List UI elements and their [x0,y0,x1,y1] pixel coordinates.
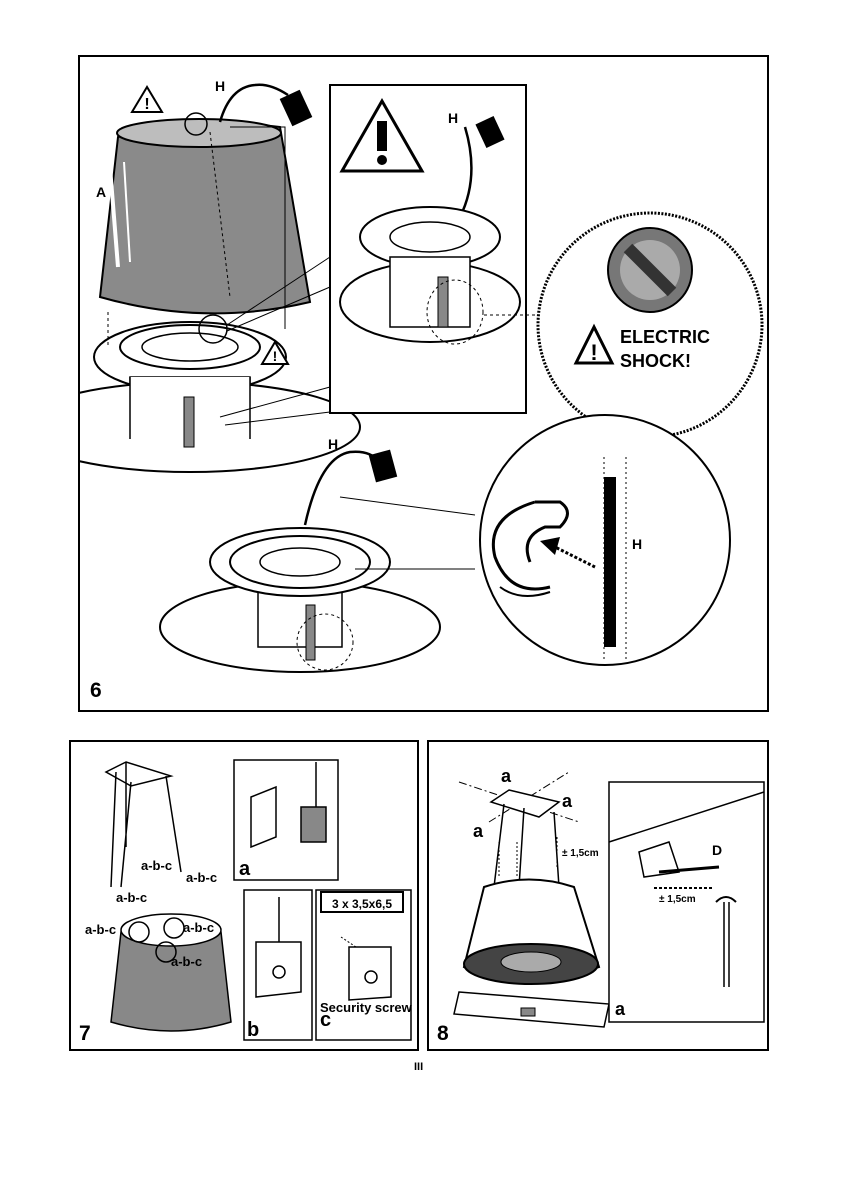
hook-label-3: a-b-c [116,890,147,905]
electric-shock-warning: ! ELECTRIC SHOCK! [538,213,762,437]
adjust-left-label: ± 1,5cm [562,848,599,859]
cable-zoom-label: H [632,536,642,552]
svg-text:!: ! [590,340,597,365]
figure-7-panel: a-b-c a-b-c a-b-c a-b-c a-b-c a-b-c a b … [69,740,419,1051]
spirit-level [454,992,609,1027]
lamp-shade [100,113,310,313]
figure-7-number: 7 [79,1022,91,1045]
warning-triangle-icon: ! [262,342,288,364]
fig8-label-a-1: a [501,766,512,786]
plug-top [280,90,313,126]
adjust-detail-label: ± 1,5cm [659,894,696,905]
electric-shock-text-line1: ELECTRIC [620,327,710,347]
hook-label-6: a-b-c [171,954,202,969]
screw-spec-label: 3 x 3,5x6,5 [332,897,392,911]
figure-8-illustration: a a a ± 1,5cm D ± 1,5cm a 8 [429,742,771,1053]
hook-label-4: a-b-c [85,922,116,937]
ceiling-base [80,322,360,472]
cable-top [220,85,288,122]
cable-bottom-label: H [328,436,338,452]
figure-8-number: 8 [437,1022,449,1045]
figure-7-illustration: a-b-c a-b-c a-b-c a-b-c a-b-c a-b-c a b … [71,742,421,1053]
shade-label: A [96,184,106,200]
figure-6-panel: ! A H ! [78,55,769,712]
ceiling-base-detail [340,207,520,344]
hook-label-5: a-b-c [183,920,214,935]
figure-6-number: 6 [90,679,102,702]
hook-label-2: a-b-c [186,870,217,885]
figure-6-illustration: ! A H ! [80,57,771,714]
page-number: III [414,1061,423,1073]
figure-8-panel: a a a ± 1,5cm D ± 1,5cm a 8 [427,740,769,1051]
electric-shock-text-line2: SHOCK! [620,351,691,371]
detail-b-label: b [247,1019,259,1041]
cable-clip-zoom [480,415,730,665]
fig8-label-a-3: a [473,821,484,841]
hook-label-1: a-b-c [141,858,172,873]
detail-a-label: a [239,858,251,880]
svg-text:!: ! [144,96,149,113]
warning-triangle-icon: ! [132,87,162,113]
lamp-shade-hanging [464,880,599,985]
fig8-label-a-2: a [562,791,573,811]
ceiling-base-lower [160,528,440,672]
svg-text:!: ! [273,348,278,364]
detail-a-label-fig8: a [615,999,626,1019]
cable-detail-label: H [448,110,458,126]
detail-d-label: D [712,842,722,858]
cable-top-label: H [215,78,225,94]
security-screw-label: Security screw [320,1000,413,1015]
